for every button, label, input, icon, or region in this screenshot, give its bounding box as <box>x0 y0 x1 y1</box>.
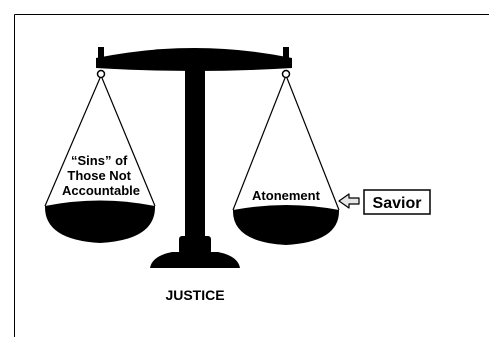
beam-left-ring <box>96 69 106 79</box>
savior-label: Savior <box>373 195 422 212</box>
scale-beam <box>96 47 292 79</box>
beam-left-post <box>98 47 104 58</box>
stand-base <box>150 252 240 268</box>
left-pan-label-line-2: Those Not <box>67 168 131 183</box>
left-pan-label-line-3: Accountable <box>62 183 140 198</box>
savior-box: Savior <box>363 189 431 215</box>
right-pan: Atonement <box>232 77 340 245</box>
stand-post <box>185 62 205 242</box>
right-pan-bowl <box>232 205 340 245</box>
left-pan-label-line-1: “Sins” of <box>71 153 128 168</box>
left-pan-bowl <box>44 200 156 243</box>
left-pan-label: “Sins” of Those Not Accountable <box>62 153 140 198</box>
right-pan-chain-left <box>232 77 286 211</box>
beam-right-ring <box>281 69 291 79</box>
scale-stand <box>150 62 240 268</box>
left-pan-chain-left <box>44 77 101 207</box>
savior-box-frame <box>363 189 431 215</box>
beam-right-post <box>283 47 289 58</box>
left-arrow-icon <box>338 193 360 209</box>
left-pan: “Sins” of Those Not Accountable <box>44 77 156 243</box>
right-pan-label: Atonement <box>252 188 321 203</box>
left-pan-chain-right <box>101 77 156 207</box>
justice-label: JUSTICE <box>165 287 224 303</box>
right-pan-chain-right <box>286 77 340 211</box>
beam-bar <box>96 48 292 71</box>
